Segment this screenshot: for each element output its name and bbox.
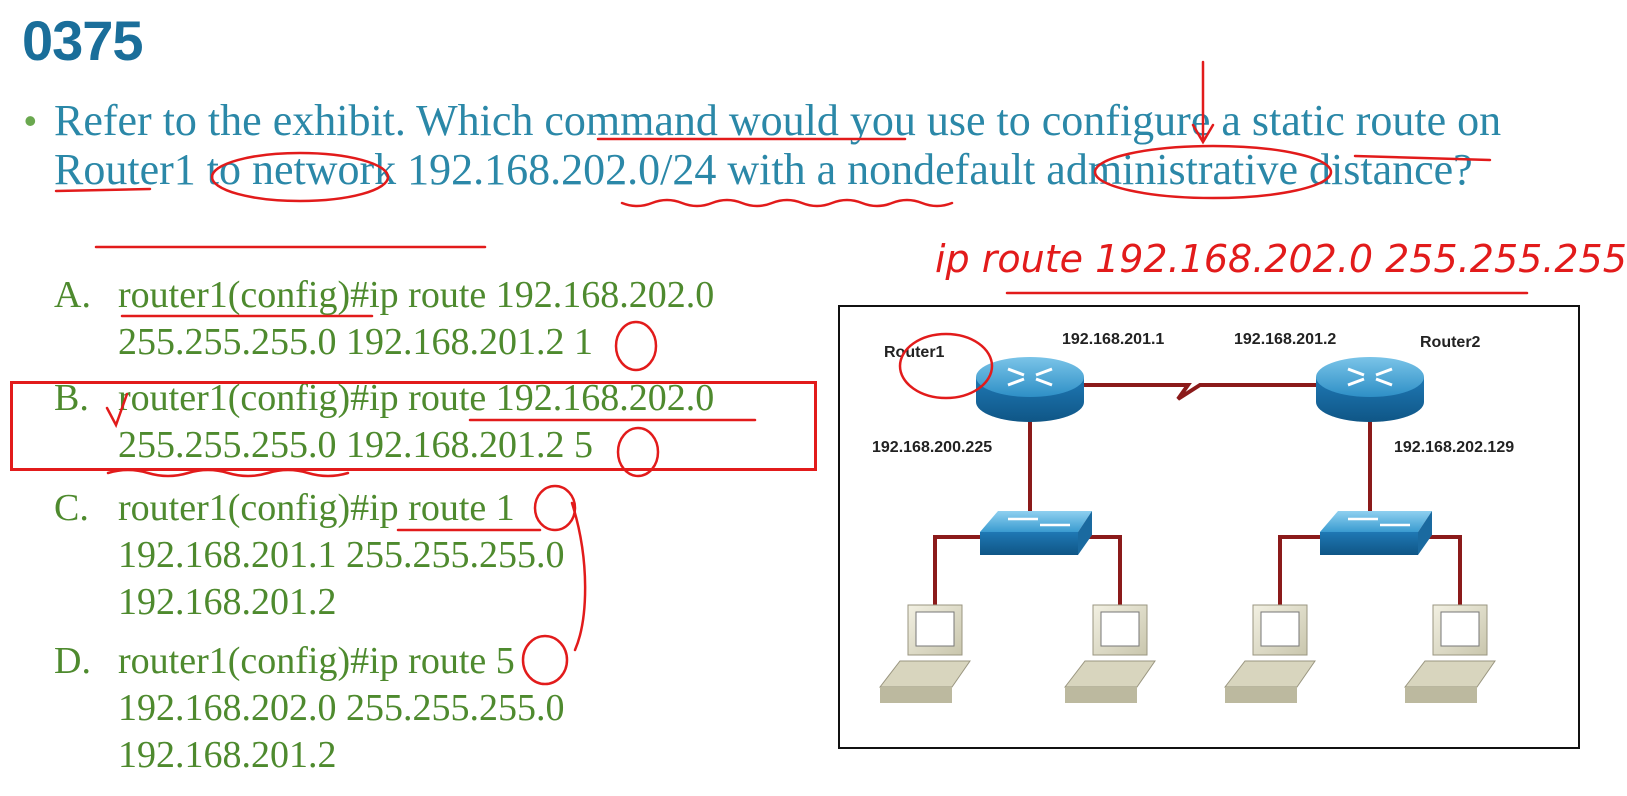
option-letter: D. bbox=[54, 640, 91, 682]
option-c-line-2: 192.168.201.1 255.255.255.0 bbox=[118, 534, 565, 576]
pc-icon bbox=[1403, 604, 1496, 703]
option-d-line-1: router1(config)#ip route 5 bbox=[118, 640, 515, 682]
option-letter: A. bbox=[54, 274, 91, 316]
connector-line bbox=[570, 501, 587, 652]
slide-number: 0375 bbox=[22, 9, 144, 72]
option-letter: C. bbox=[54, 487, 89, 529]
pc-icon bbox=[878, 604, 971, 703]
router1-icon bbox=[976, 357, 1084, 422]
handwritten-note: ip route 192.168.202.0 255.255.255.0 bbox=[935, 237, 1627, 281]
wavy-underline bbox=[620, 198, 954, 208]
option-letter: B. bbox=[54, 377, 89, 419]
option-a-line-2: 255.255.255.0 192.168.201.2 1 bbox=[118, 321, 593, 363]
option-d-line-3: 192.168.201.2 bbox=[118, 734, 337, 776]
option-c-line-3: 192.168.201.2 bbox=[118, 581, 337, 623]
network-diagram: Router1 Router2 192.168.201.1 192.168.20… bbox=[872, 331, 1514, 703]
switch1-icon bbox=[980, 511, 1092, 555]
question-text: Refer to the exhibit. Which command woul… bbox=[54, 96, 1502, 194]
option-d-line-2: 192.168.202.0 255.255.255.0 bbox=[118, 687, 565, 729]
option-b-line-2: 255.255.255.0 192.168.201.2 5 bbox=[118, 424, 593, 466]
pc-icon bbox=[1063, 604, 1156, 703]
r1-serial-ip: 192.168.201.1 bbox=[1062, 331, 1164, 348]
option-c-line-1: router1(config)#ip route 1 bbox=[118, 487, 515, 529]
router2-icon bbox=[1316, 357, 1424, 422]
option-b-line-1: router1(config)#ip route 192.168.202.0 bbox=[118, 377, 715, 419]
bullet-dot: • bbox=[24, 100, 37, 141]
option-a-line-1: router1(config)#ip route 192.168.202.0 bbox=[118, 274, 715, 316]
r1-lan-ip: 192.168.200.225 bbox=[872, 439, 992, 456]
r2-serial-ip: 192.168.201.2 bbox=[1234, 331, 1336, 348]
switch2-icon bbox=[1320, 511, 1432, 555]
r2-lan-ip: 192.168.202.129 bbox=[1394, 439, 1514, 456]
network-exhibit: Router1 Router2 192.168.201.1 192.168.20… bbox=[838, 305, 1580, 749]
answer-highlight-box bbox=[10, 381, 817, 471]
pc-icon bbox=[1223, 604, 1316, 703]
router1-label: Router1 bbox=[884, 344, 945, 361]
router2-label: Router2 bbox=[1420, 334, 1481, 351]
